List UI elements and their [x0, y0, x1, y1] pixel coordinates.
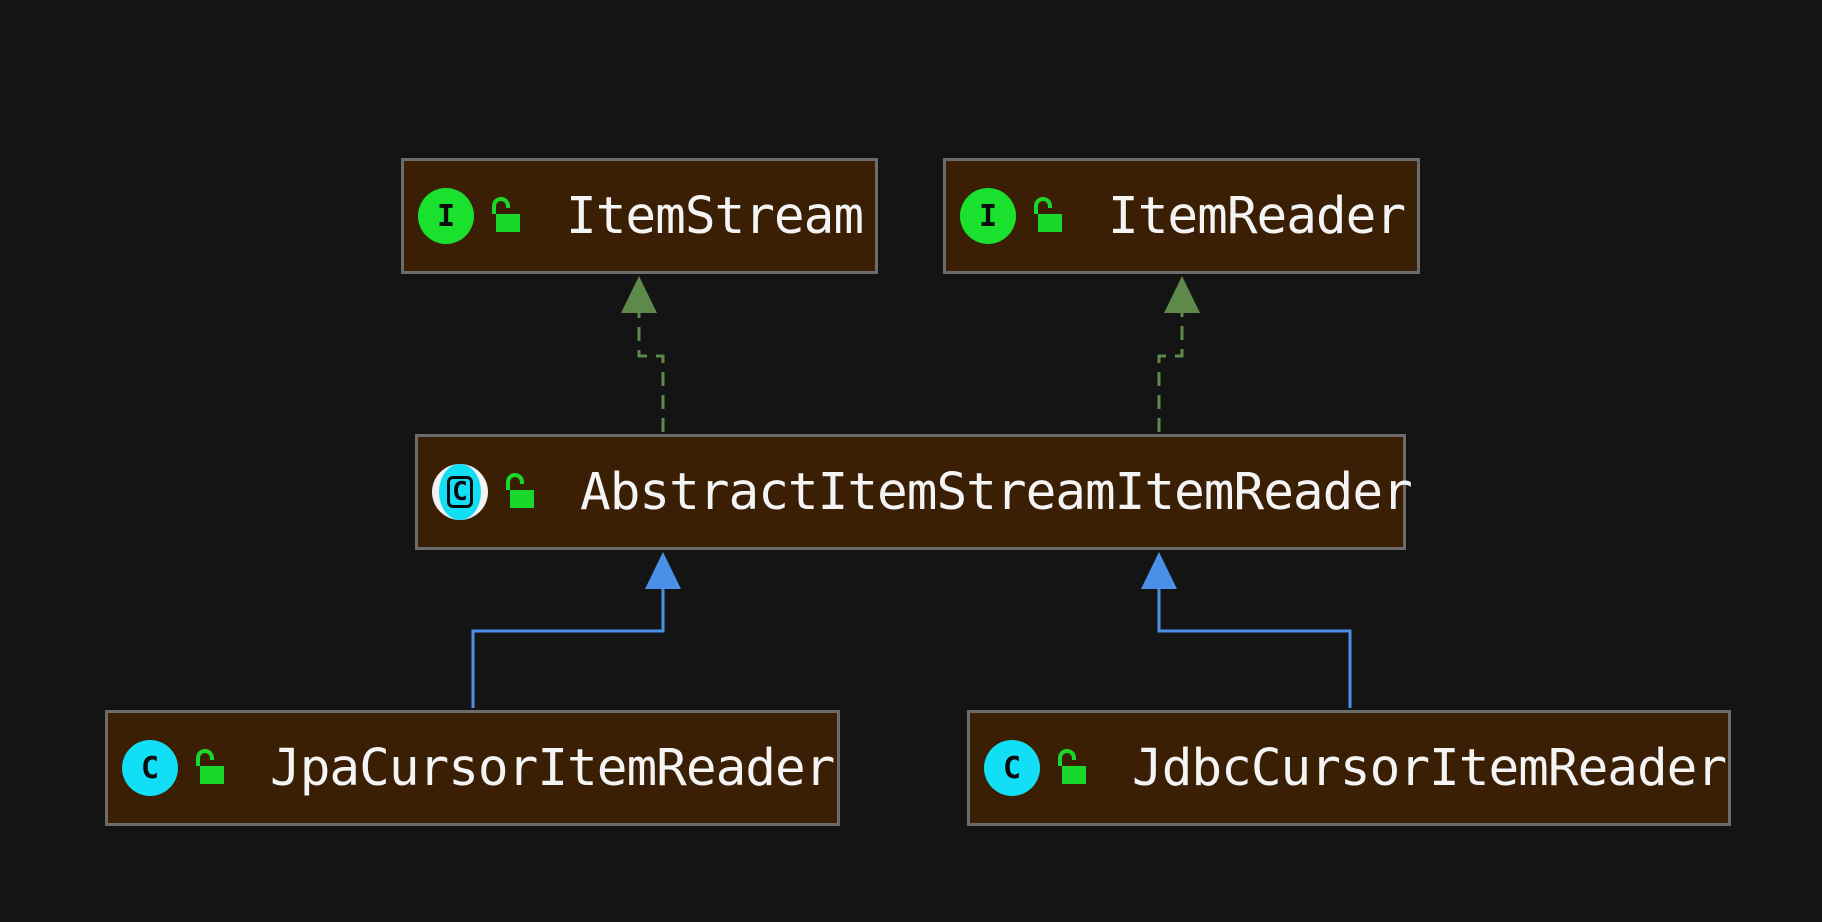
class-name: ItemStream [566, 186, 864, 246]
unlocked-padlock-icon [492, 197, 520, 232]
class-name: AbstractItemStreamItemReader [580, 462, 1413, 522]
class-node-jpa-cursor-item-reader[interactable]: C JpaCursorItemReader [105, 710, 840, 826]
unlocked-padlock-icon [196, 749, 224, 784]
abstract-class-icon: C [432, 464, 488, 520]
interface-badge-letter: I [978, 198, 998, 234]
class-node-jdbc-cursor-item-reader[interactable]: C JdbcCursorItemReader [967, 710, 1731, 826]
interface-icon: I [418, 188, 474, 244]
class-name: ItemReader [1108, 186, 1406, 246]
extends-arrowhead-jpa-cursor-item-reader [645, 552, 681, 589]
extends-edge-jdbc-cursor-item-reader [1157, 588, 1352, 708]
class-icon: C [984, 740, 1040, 796]
extends-arrowhead-jdbc-cursor-item-reader [1141, 552, 1177, 589]
class-name: JdbcCursorItemReader [1132, 738, 1727, 798]
abstract-class-badge-letter: C [447, 476, 473, 508]
class-node-abstract-item-stream-item-reader[interactable]: C AbstractItemStreamItemReader [415, 434, 1413, 550]
class-node-item-stream[interactable]: I ItemStream [401, 158, 878, 274]
unlocked-padlock-icon [1058, 749, 1086, 784]
interface-badge-letter: I [436, 198, 456, 234]
implements-edge-item-stream [637, 312, 665, 432]
implements-edge-item-reader [1157, 312, 1184, 432]
class-badge-letter: C [1002, 750, 1022, 786]
class-node-item-reader[interactable]: I ItemReader [943, 158, 1420, 274]
interface-icon: I [960, 188, 1016, 244]
extends-edge-jpa-cursor-item-reader [471, 588, 665, 708]
unlocked-padlock-icon [506, 473, 534, 508]
class-icon: C [122, 740, 178, 796]
class-badge-letter: C [140, 750, 160, 786]
implements-arrowhead-item-reader [1164, 276, 1200, 313]
implements-arrowhead-item-stream [621, 276, 657, 313]
class-name: JpaCursorItemReader [270, 738, 835, 798]
unlocked-padlock-icon [1034, 197, 1062, 232]
